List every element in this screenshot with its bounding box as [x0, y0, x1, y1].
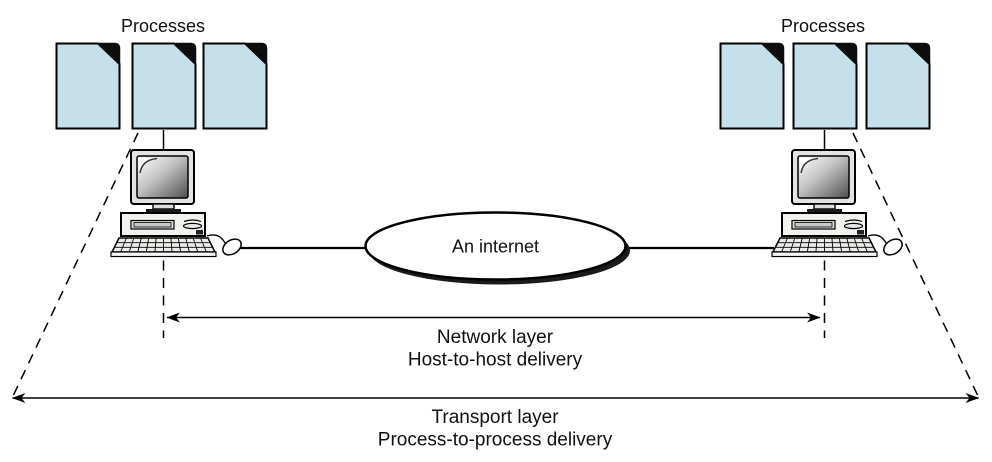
transport-layer-title: Transport layer: [431, 407, 559, 428]
left-process-boundary-dashed-line: [12, 132, 139, 396]
transport-layer-subtitle: Process-to-process delivery: [378, 430, 613, 451]
internet-label: An internet: [452, 237, 539, 257]
internet-ellipse: [364, 211, 627, 281]
process-document-icon: [202, 42, 268, 130]
host-computer-icon: [771, 149, 907, 260]
process-document-icon: [55, 42, 121, 130]
host-computer-icon: [110, 149, 246, 260]
network-layer-title: Network layer: [437, 327, 554, 348]
process-document-icon: [719, 42, 785, 130]
right-process-boundary-dashed-line: [852, 132, 979, 396]
network-layer-subtitle: Host-to-host delivery: [408, 350, 583, 371]
left-processes-label: Processes: [121, 16, 205, 36]
process-document-icon: [131, 42, 197, 130]
process-document-icon: [865, 42, 931, 130]
process-document-icon: [792, 42, 858, 130]
right-processes-label: Processes: [781, 16, 865, 36]
